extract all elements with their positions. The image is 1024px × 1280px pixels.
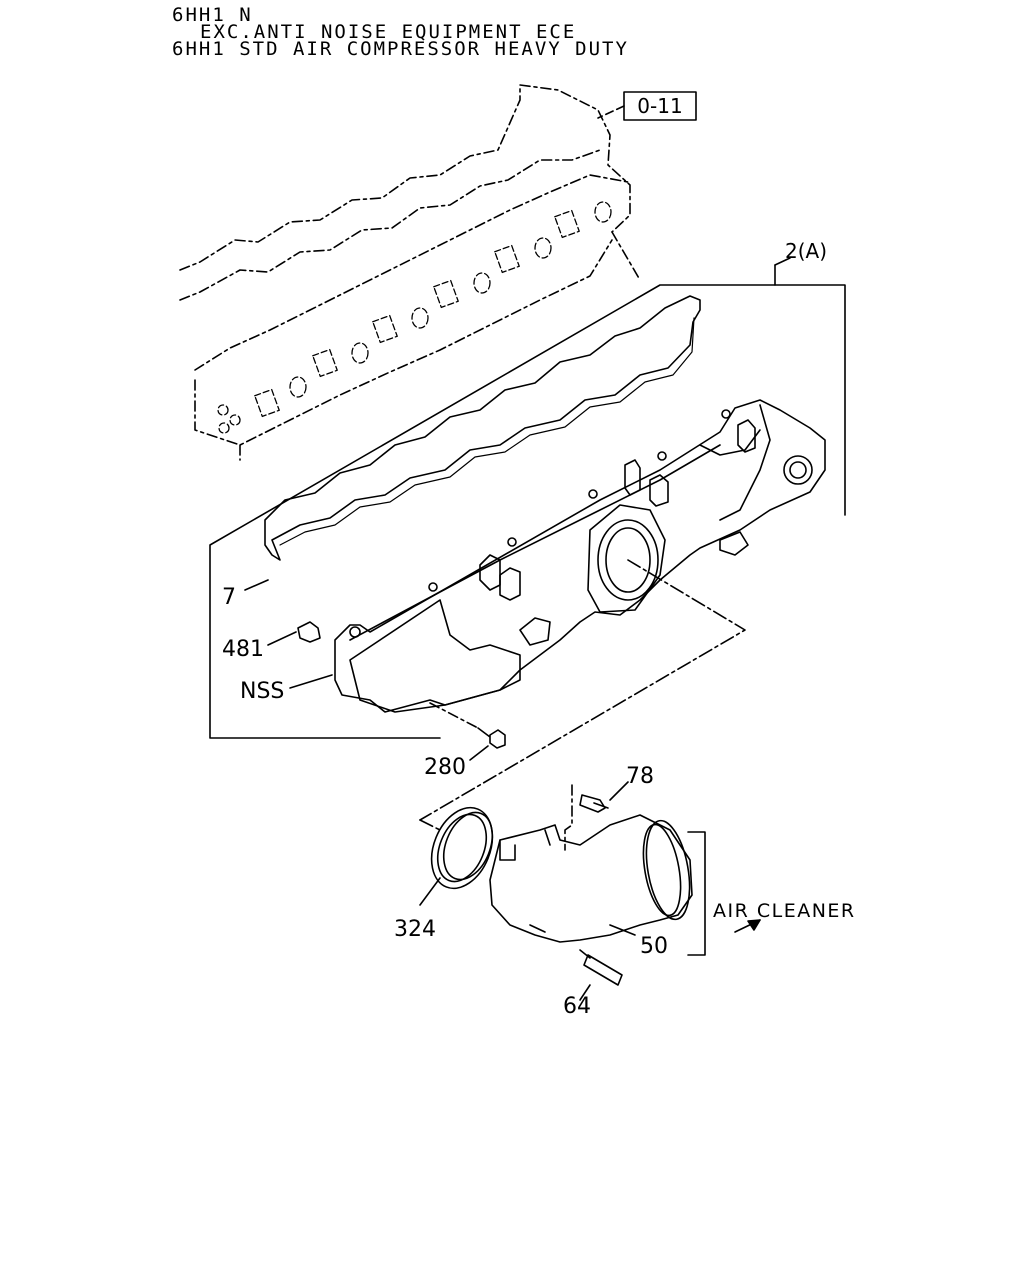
callout-gasket: 7 (222, 585, 236, 610)
assembly-leader (774, 257, 791, 266)
plug-481-leader (267, 631, 297, 646)
callout-bolt: 280 (424, 755, 466, 780)
stud-64-leader (579, 984, 591, 1001)
callout-stud: 64 (563, 994, 591, 1019)
reference-box-leader (597, 105, 625, 119)
header-line-3: 6HH1 STD AIR COMPRESSOR HEAVY DUTY (172, 38, 629, 60)
stud-64 (579, 949, 623, 986)
header-line-2: EXC.ANTI NOISE EQUIPMENT ECE (200, 21, 577, 43)
cylinder-head (179, 84, 641, 461)
air-cleaner-arrowhead (747, 919, 761, 931)
callout-duct: 50 (640, 934, 668, 959)
air-cleaner-bracket (687, 831, 706, 956)
assembly-bracket-right (774, 284, 846, 516)
callout-assembly: 2(A) (785, 239, 827, 263)
intake-manifold (334, 399, 826, 713)
head-ports (217, 201, 612, 434)
bolt-78 (579, 794, 609, 813)
ring-324-leader (419, 877, 441, 906)
callout-bolt-upper: 78 (626, 764, 654, 789)
nss-leader (289, 674, 333, 689)
gasket-leader (244, 579, 269, 591)
gasket (264, 295, 701, 561)
center-axis (419, 559, 746, 821)
bolt-280-leader (469, 745, 489, 761)
plug-481 (297, 621, 321, 643)
bolt-78-axis (564, 784, 573, 851)
bolt-280 (477, 727, 506, 749)
center-axis-lower (419, 819, 441, 831)
gasket-inner (279, 317, 695, 546)
callout-plug: 481 (222, 637, 264, 662)
air-cleaner-label: AIR CLEANER (713, 900, 856, 922)
bolt-280-axis (429, 702, 479, 729)
assembly-bracket (209, 264, 776, 739)
callout-ring: 324 (394, 917, 436, 942)
duct-50-leader (609, 924, 636, 936)
header-line-1: 6HH1 N (172, 4, 253, 26)
bolt-78-leader (609, 781, 629, 801)
ring-324 (430, 806, 494, 890)
callout-nss: NSS (240, 679, 284, 704)
reference-box-label: 0-11 (637, 94, 682, 118)
air-duct-50 (489, 814, 693, 943)
